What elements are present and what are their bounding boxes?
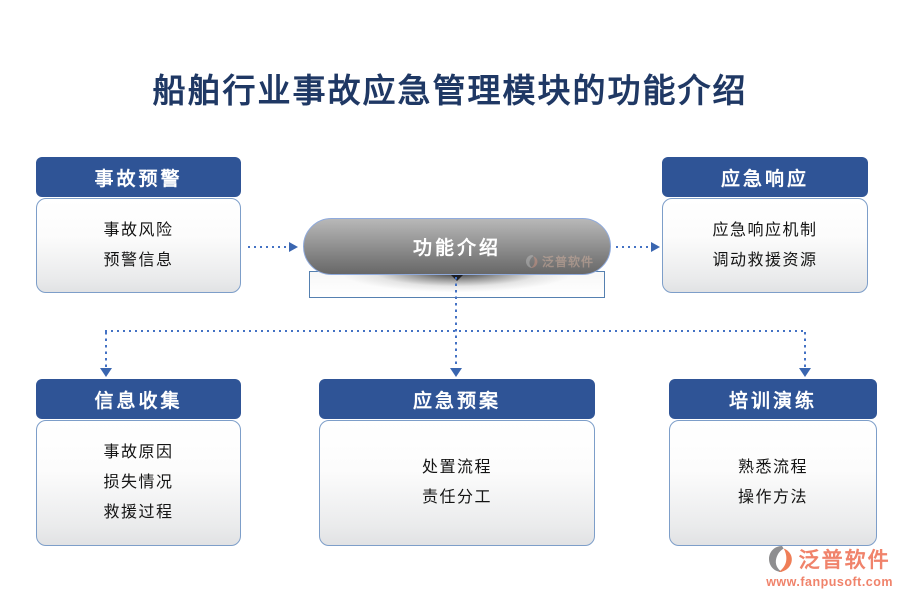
node-body-line: 处置流程	[421, 459, 492, 476]
arrowhead-down-icon	[100, 368, 112, 377]
node-function-intro: 功能介绍 泛普软件	[303, 218, 611, 275]
node-body-line: 应急响应机制	[712, 221, 818, 239]
connector-to-training-drill	[804, 332, 806, 368]
node-body-line: 预警信息	[103, 251, 174, 269]
arrowhead-right-icon	[289, 242, 298, 252]
node-body-line: 事故原因	[103, 444, 174, 461]
node-accident-warning: 事故预警 事故风险 预警信息	[36, 157, 241, 293]
fanpu-logo-icon	[525, 255, 538, 268]
arrowhead-right-icon	[651, 242, 660, 252]
node-body-line: 调动救援资源	[712, 251, 818, 269]
node-body-line: 救援过程	[103, 504, 174, 521]
node-emergency-plan: 应急预案 处置流程 责任分工	[319, 379, 595, 546]
node-header: 应急响应	[662, 157, 868, 197]
brand-row: 泛普软件	[766, 544, 893, 574]
brand-name: 泛普软件	[798, 549, 891, 572]
node-body: 应急响应机制 调动救援资源	[662, 198, 868, 293]
node-body-line: 操作方法	[737, 489, 808, 506]
node-body: 处置流程 责任分工	[319, 420, 595, 546]
connector-intro-down	[455, 277, 457, 368]
node-header: 信息收集	[36, 379, 241, 419]
connector-to-info-collection	[105, 332, 107, 368]
node-body: 事故原因 损失情况 救援过程	[36, 420, 241, 546]
node-body: 事故风险 预警信息	[36, 198, 241, 293]
node-header: 事故预警	[36, 157, 241, 197]
node-header: 培训演练	[669, 379, 877, 419]
node-body-line: 责任分工	[421, 489, 492, 506]
node-body: 熟悉流程 操作方法	[669, 420, 877, 546]
connector-intro-to-response	[616, 246, 652, 248]
pill-watermark-text: 泛普软件	[541, 255, 594, 269]
node-training-drill: 培训演练 熟悉流程 操作方法	[669, 379, 877, 546]
connector-warning-to-intro	[248, 246, 290, 248]
node-body-line: 熟悉流程	[737, 459, 808, 476]
arrowhead-down-icon	[450, 368, 462, 377]
pill-reflection	[309, 271, 605, 298]
node-emergency-response: 应急响应 应急响应机制 调动救援资源	[662, 157, 868, 293]
node-info-collection: 信息收集 事故原因 损失情况 救援过程	[36, 379, 241, 546]
brand-url: www.fanpusoft.com	[766, 575, 893, 589]
node-body-line: 损失情况	[103, 474, 174, 491]
fanpu-logo-icon	[768, 546, 792, 572]
page-title: 船舶行业事故应急管理模块的功能介绍	[152, 72, 748, 109]
node-header: 应急预案	[319, 379, 595, 419]
reflection-smudge	[448, 272, 466, 281]
node-function-intro-label: 功能介绍	[412, 238, 501, 259]
arrowhead-down-icon	[799, 368, 811, 377]
brand-watermark: 泛普软件 www.fanpusoft.com	[766, 544, 893, 589]
pill-watermark: 泛普软件	[525, 253, 594, 270]
node-body-line: 事故风险	[103, 221, 174, 239]
connector-spread-bar	[105, 330, 807, 332]
